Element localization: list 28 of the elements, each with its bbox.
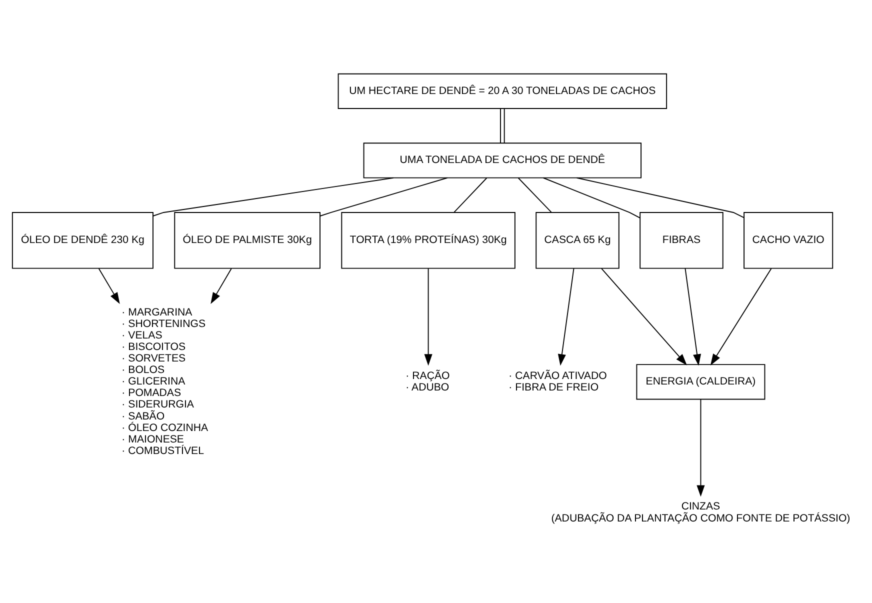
arrow — [424, 268, 432, 366]
node-box: TORTA (19% PROTEÍNAS) 30Kg — [341, 212, 516, 268]
node-box: UMA TONELADA DE CACHOS DE DENDÊ — [363, 142, 642, 178]
node-box: UM HECTARE DE DENDÊ = 20 A 30 TONELADAS DE CACHOS — [338, 72, 668, 108]
arrow — [601, 268, 687, 365]
node-box: ENERGIA (CALDEIRA) — [636, 364, 766, 400]
node-box: CASCA 65 Kg — [536, 212, 620, 268]
node-text: · RAÇÃO · ADUBO — [406, 369, 450, 393]
arrow — [684, 268, 702, 366]
node-text: CINZAS (ADUBAÇÃO DA PLANTAÇÃO COMO FONTE DE POTÁSSIO) — [551, 500, 850, 524]
connector — [542, 176, 640, 218]
node-box: FIBRAS — [640, 212, 724, 268]
connector — [576, 176, 745, 218]
connector — [320, 176, 448, 216]
node-text: · CARVÃO ATIVADO · FIBRA DE FREIO — [508, 369, 607, 393]
connector — [518, 177, 552, 212]
connector — [152, 176, 394, 216]
connector — [454, 177, 488, 212]
arrow — [710, 268, 772, 366]
arrow — [98, 268, 120, 304]
node-text: · MARGARINA · SHORTENINGS · VELAS · BISCOITOS · SORVETES · BOLOS · GLICERINA · POMADAS · SIDERURGIA · SABÃO · ÓLEO COZINHA · MAIONESE · COMBUSTÍVEL — [122, 306, 208, 456]
node-box: ÓLEO DE DENDÊ 230 Kg — [12, 212, 154, 268]
node-box: CACHO VAZIO — [744, 212, 834, 268]
arrow — [696, 398, 705, 496]
connector — [500, 108, 505, 144]
arrow — [210, 268, 232, 304]
arrow — [558, 268, 574, 366]
node-box: ÓLEO DE PALMISTE 30Kg — [174, 212, 320, 268]
